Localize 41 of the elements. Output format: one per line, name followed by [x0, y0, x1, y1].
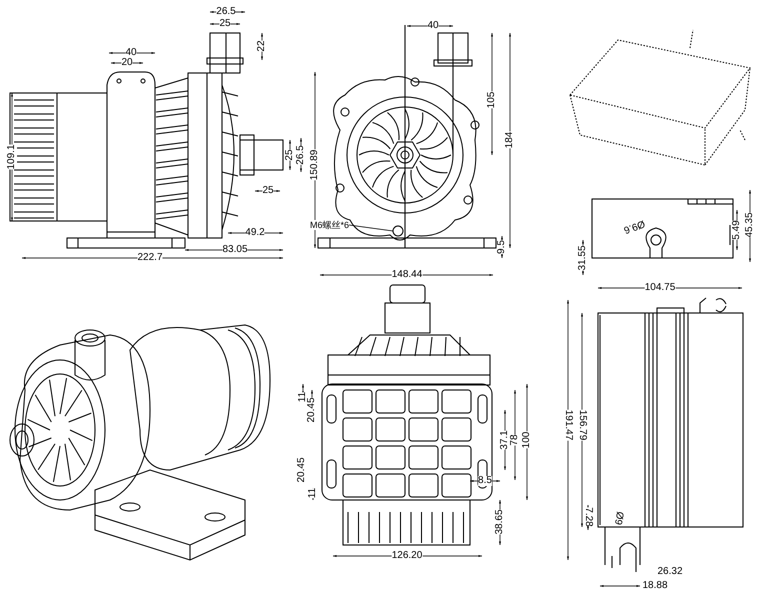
- dimension-label: 8.5: [478, 476, 492, 486]
- dimension-label: 20: [121, 58, 133, 68]
- dimension-label: 5.49: [732, 220, 742, 240]
- dimension-label: 26.5: [296, 145, 306, 165]
- dimension-label: 109.1: [7, 144, 17, 170]
- dimension-label: 156.79: [577, 410, 587, 440]
- dimension-label: 25: [262, 186, 274, 196]
- dimension-label: 31.55: [578, 245, 588, 271]
- dimension-label: 148.44: [392, 270, 422, 280]
- dimension-label: 26.5: [216, 7, 236, 17]
- dimension-label: 191.47: [563, 410, 573, 440]
- dimension-label: 45.35: [745, 212, 755, 238]
- dimension-label: 105: [487, 92, 497, 108]
- dimension-label: 83.05: [222, 245, 248, 255]
- dimension-label: 20.45: [307, 397, 317, 423]
- callout-text: M6螺丝*6: [310, 220, 350, 230]
- dimension-label: 104.75: [644, 283, 676, 293]
- dimension-label: 25: [219, 19, 231, 29]
- leader-line: [348, 224, 394, 232]
- dimension-label: 100: [522, 432, 532, 448]
- dimension-label: 25: [285, 149, 295, 161]
- dimension-label: 20.45: [297, 457, 307, 483]
- dimension-label: 40: [427, 21, 439, 31]
- dimension-label: 38.65: [495, 509, 505, 535]
- dimension-label: 49.2: [245, 228, 265, 238]
- dimension-label: 18.88: [642, 581, 668, 591]
- dimension-label: 37.1: [500, 430, 510, 450]
- dimension-label: 150.89: [310, 150, 320, 180]
- dimension-label: 26.32: [657, 567, 683, 577]
- dimension-label: 222.7: [137, 253, 163, 263]
- dimension-label: 11: [298, 392, 308, 402]
- dimension-label: Ø9.6: [622, 218, 646, 234]
- dimension-label: 22: [257, 40, 267, 52]
- bolt-hole: [392, 226, 404, 236]
- dimension-label: 184: [505, 132, 515, 148]
- dimension-label: 7.28: [583, 507, 593, 527]
- dimension-label: 126.20: [392, 551, 422, 561]
- dimension-label: 9.5: [497, 240, 507, 254]
- dimension-label: 40: [125, 48, 137, 58]
- dimension-label: 78: [510, 434, 520, 446]
- dimension-label: 11: [308, 488, 318, 498]
